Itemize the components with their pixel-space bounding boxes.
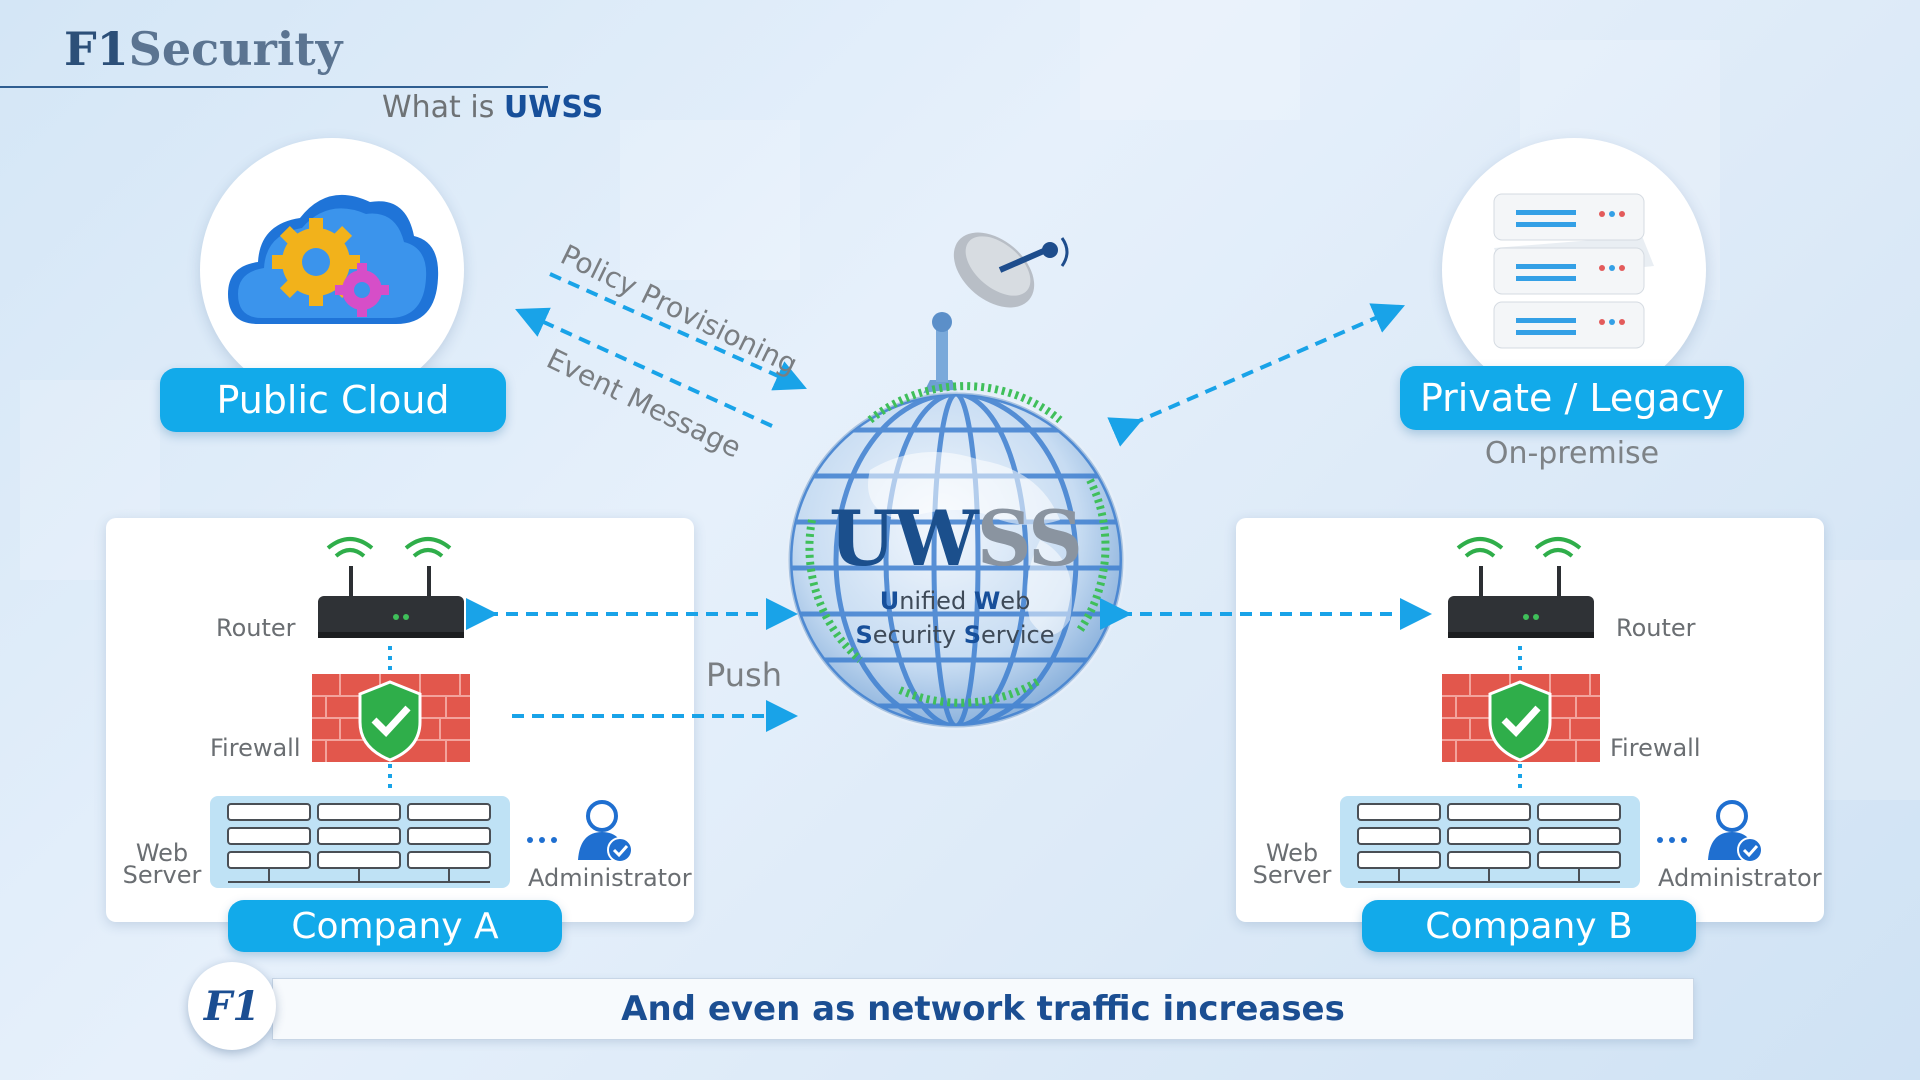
server-stack-icon xyxy=(1493,193,1654,349)
company-b-firewall-label: Firewall xyxy=(1610,734,1701,762)
caption: And even as network traffic increases xyxy=(272,978,1694,1040)
private-link-arrow xyxy=(1107,303,1406,447)
header-divider xyxy=(0,86,548,88)
company-b-label: Company B xyxy=(1362,900,1696,952)
on-premise-label: On-premise xyxy=(1484,436,1660,471)
globe-icon xyxy=(786,382,1126,730)
policy-provisioning-arrow xyxy=(549,272,807,391)
satellite-dish-icon xyxy=(922,232,1069,396)
company-b-router-icon xyxy=(1448,537,1594,638)
company-a-admin-icon xyxy=(527,800,633,863)
company-a-firewall-label: Firewall xyxy=(210,734,301,762)
private-legacy-circle xyxy=(1442,138,1706,402)
bg-tile xyxy=(620,120,800,280)
company-a-label: Company A xyxy=(228,900,562,952)
public-cloud-label: Public Cloud xyxy=(160,368,506,432)
event-message-arrow xyxy=(515,307,773,428)
uwss-subtitle: Unified Web Security Service xyxy=(855,587,1055,649)
company-a-admin-label: Administrator xyxy=(528,864,692,892)
bg-tile xyxy=(1080,0,1300,120)
f1-logo: F1 xyxy=(188,962,276,1050)
company-b-admin-label: Administrator xyxy=(1658,864,1822,892)
company-a-router-icon xyxy=(318,537,464,638)
push-label: Push xyxy=(706,656,782,694)
company-b-web-server-icon xyxy=(1340,796,1640,888)
cloud-gear-icon xyxy=(228,194,439,324)
company-a-router-label: Router xyxy=(216,614,296,642)
company-a-firewall-icon xyxy=(312,674,470,762)
page-subtitle: What is UWSS xyxy=(382,90,604,125)
brand-logo: F1Security xyxy=(64,22,343,76)
private-legacy-label: Private / Legacy xyxy=(1400,366,1744,430)
public-cloud-circle xyxy=(200,138,464,402)
uwss-title: UWSS xyxy=(829,494,1083,583)
company-b-firewall-icon xyxy=(1442,674,1600,762)
company-b-admin-icon xyxy=(1657,800,1763,863)
company-b-router-label: Router xyxy=(1616,614,1696,642)
company-a-web-server-icon xyxy=(210,796,510,888)
